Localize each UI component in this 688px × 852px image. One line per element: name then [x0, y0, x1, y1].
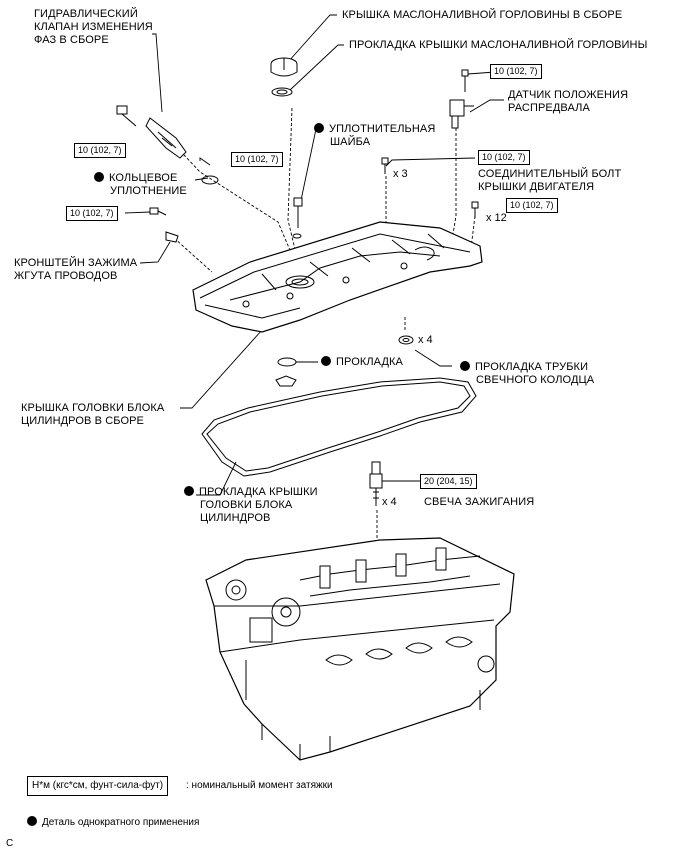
quantity-connecting-bolt: x 3 — [393, 168, 408, 180]
label-line: ГИДРАВЛИЧЕСКИЙ — [34, 8, 138, 20]
legend-torque-description: : номинальный момент затяжки — [186, 780, 333, 791]
label-head-cover-gasket: ПРОКЛАДКА КРЫШКИ ГОЛОВКИ БЛОКА ЦИЛИНДРОВ — [184, 486, 318, 525]
camshaft-sensor-part — [449, 69, 474, 129]
label-line: ФАЗ В СБОРЕ — [34, 34, 109, 46]
label-line: УПЛОТНИТЕЛЬНАЯ — [329, 123, 436, 135]
label-line: ЦИЛИНДРОВ В СБОРЕ — [21, 415, 144, 427]
non-reusable-dot-icon — [460, 361, 470, 371]
legend-non-reusable-text: Деталь однократного применения — [42, 817, 200, 828]
label-plug-tube-gasket: ПРОКЛАДКА ТРУБКИ СВЕЧНОГО КОЛОДЦА — [460, 361, 595, 387]
label-line: СВЕЧНОГО КОЛОДЦА — [476, 374, 595, 386]
torque-box-cover-bolts: 10 (102, 7) — [506, 198, 558, 213]
torque-box-camshaft-sensor: 10 (102, 7) — [490, 64, 542, 79]
label-line: СОЕДИНИТЕЛЬНЫЙ БОЛТ — [478, 168, 622, 180]
label-o-ring: КОЛЬЦЕВОЕ УПЛОТНЕНИЕ — [94, 172, 187, 198]
label-line: ДАТЧИК ПОЛОЖЕНИЯ — [508, 89, 629, 101]
label-line: ПРОКЛАДКА ТРУБКИ — [475, 361, 589, 373]
oil-filler-cap-part — [270, 57, 298, 97]
quantity-cover-bolts: x 12 — [486, 212, 507, 224]
label-seal-washer: УПЛОТНИТЕЛЬНАЯ ШАЙБА — [314, 123, 436, 149]
vvt-valve-part — [116, 105, 187, 159]
spark-plug-part — [369, 461, 383, 506]
label-line: ПРОКЛАДКА КРЫШКИ — [199, 486, 318, 498]
label-camshaft-sensor: ДАТЧИК ПОЛОЖЕНИЯ РАСПРЕДВАЛА — [508, 89, 628, 115]
label-line: РАСПРЕДВАЛА — [508, 102, 590, 114]
label-oil-filler-cap: КРЫШКА МАСЛОНАЛИВНОЙ ГОРЛОВИНЫ В СБОРЕ — [342, 9, 622, 22]
torque-box-union-bolt: 10 (102, 7) — [231, 152, 283, 167]
quantity-plug-tube-gasket: x 4 — [418, 334, 433, 346]
label-line: СВЕЧА ЗАЖИГАНИЯ — [424, 496, 535, 508]
label-spark-plug: СВЕЧА ЗАЖИГАНИЯ — [424, 496, 534, 509]
label-head-cover: КРЫШКА ГОЛОВКИ БЛОКА ЦИЛИНДРОВ В СБОРЕ — [21, 402, 164, 428]
non-reusable-dot-icon — [94, 172, 104, 182]
label-line: ПРОКЛАДКА — [336, 356, 403, 368]
label-union-bolt: СОЕДИНИТЕЛЬНЫЙ БОЛТ КРЫШКИ ДВИГАТЕЛЯ — [478, 168, 621, 194]
label-line: ЦИЛИНДРОВ — [200, 512, 271, 524]
leader-lines — [124, 14, 504, 548]
small-gasket-part — [275, 357, 297, 387]
non-reusable-dot-icon — [314, 123, 324, 133]
label-line: ЖГУТА ПРОВОДОВ — [14, 270, 118, 282]
label-line: КРЫШКА ГОЛОВКИ БЛОКА — [21, 402, 165, 414]
non-reusable-dot-icon — [27, 816, 37, 826]
torque-box-harness-bracket: 10 (102, 7) — [66, 206, 118, 221]
torque-box-connecting-bolt: 10 (102, 7) — [478, 150, 530, 165]
plug-tube-gasket-part — [398, 335, 414, 345]
o-ring-part — [201, 175, 219, 185]
torque-box-spark-plug: 20 (204, 15) — [420, 474, 477, 489]
cylinder-head — [205, 537, 515, 761]
label-line: ГОЛОВКИ БЛОКА — [200, 499, 293, 511]
label-line: КЛАПАН ИЗМЕНЕНИЯ — [34, 21, 153, 33]
cylinder-head-cover — [192, 221, 483, 333]
figure-code: C — [6, 838, 14, 849]
legend-non-reusable: Деталь однократного применения — [27, 816, 199, 828]
label-line: ШАЙБА — [330, 136, 371, 148]
label-line: ПРОКЛАДКА КРЫШКИ МАСЛОНАЛИВНОЙ ГОРЛОВИНЫ — [349, 39, 648, 51]
non-reusable-dot-icon — [184, 486, 194, 496]
head-cover-gasket-part — [201, 377, 477, 477]
union-bolt-part — [292, 197, 303, 239]
legend-torque-format: Н*м (кгс*см, фунт-сила-фут) — [27, 776, 169, 796]
label-line: КРОНШТЕЙН ЗАЖИМА — [14, 257, 138, 269]
label-line: КРЫШКИ ДВИГАТЕЛЯ — [478, 181, 595, 193]
label-oil-filler-gasket: ПРОКЛАДКА КРЫШКИ МАСЛОНАЛИВНОЙ ГОРЛОВИНЫ — [349, 39, 647, 52]
label-harness-bracket: КРОНШТЕЙН ЗАЖИМА ЖГУТА ПРОВОДОВ — [14, 257, 137, 283]
label-gasket: ПРОКЛАДКА — [321, 356, 403, 369]
small-bolts — [149, 157, 479, 243]
quantity-spark-plug: x 4 — [382, 496, 397, 508]
label-line: УПЛОТНЕНИЕ — [110, 185, 187, 197]
torque-box-vvt-valve: 10 (102, 7) — [74, 143, 126, 158]
label-line: КРЫШКА МАСЛОНАЛИВНОЙ ГОРЛОВИНЫ В СБОРЕ — [342, 9, 623, 21]
label-line: КОЛЬЦЕВОЕ — [109, 172, 178, 184]
label-vvt-valve: ГИДРАВЛИЧЕСКИЙ КЛАПАН ИЗМЕНЕНИЯ ФАЗ В СБ… — [34, 8, 153, 47]
non-reusable-dot-icon — [321, 356, 331, 366]
